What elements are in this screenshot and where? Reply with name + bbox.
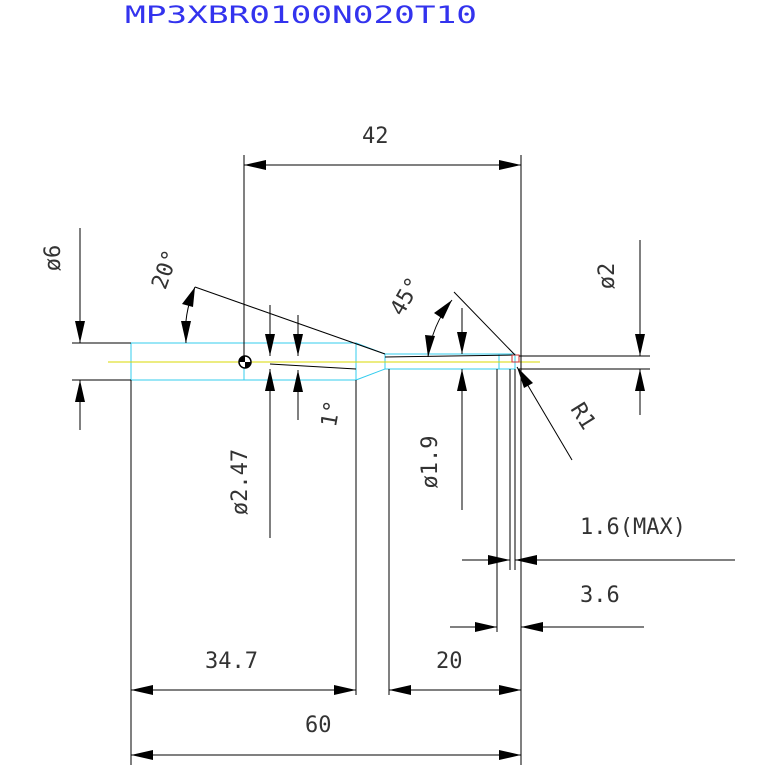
dim-dia-2-47-label: ø2.47 <box>228 449 253 515</box>
tool-outline <box>108 342 540 381</box>
dim-3-6-label: 3.6 <box>580 583 620 608</box>
dim-angle-1-label: 1° <box>317 399 346 429</box>
dim-42-label: 42 <box>362 124 389 149</box>
dim-20-label: 20 <box>436 649 463 674</box>
dim-dia-2: ø2 <box>595 240 645 415</box>
dim-radius-r1: R1 <box>516 366 600 461</box>
dim-dia-6-label: ø6 <box>41 245 66 272</box>
dim-angle-20: 20° <box>147 247 196 344</box>
dim-dia-1-9: ø1.9 <box>418 308 467 488</box>
dim-radius-r1-label: R1 <box>565 399 600 435</box>
dim-1-6-max-label: 1.6(MAX) <box>580 515 686 540</box>
dim-angle-45-label: 45° <box>386 273 428 320</box>
dim-34-7: 34.7 <box>131 649 356 695</box>
dim-angle-45: 45° <box>386 273 453 358</box>
dim-20: 20 <box>389 649 521 695</box>
dim-60: 60 <box>131 713 521 760</box>
dim-dia-2-47: ø2.47 <box>228 305 275 515</box>
tip-marker <box>511 354 520 363</box>
dim-angle-1: 1° <box>293 315 346 429</box>
dim-dia-2-label: ø2 <box>595 263 620 290</box>
drawing-title: MP3XBR0100N020T10 <box>125 1 477 29</box>
dim-3-6: 3.6 <box>450 583 644 632</box>
dim-34-7-label: 34.7 <box>205 649 258 674</box>
dim-dia-6: ø6 <box>41 228 85 430</box>
dim-60-label: 60 <box>305 713 332 738</box>
dim-1-6-max: 1.6(MAX) <box>462 515 735 565</box>
dim-42: 42 <box>244 124 521 170</box>
dim-dia-1-9-label: ø1.9 <box>418 436 443 489</box>
dim-angle-20-label: 20° <box>147 247 184 293</box>
extension-lines <box>72 155 650 765</box>
